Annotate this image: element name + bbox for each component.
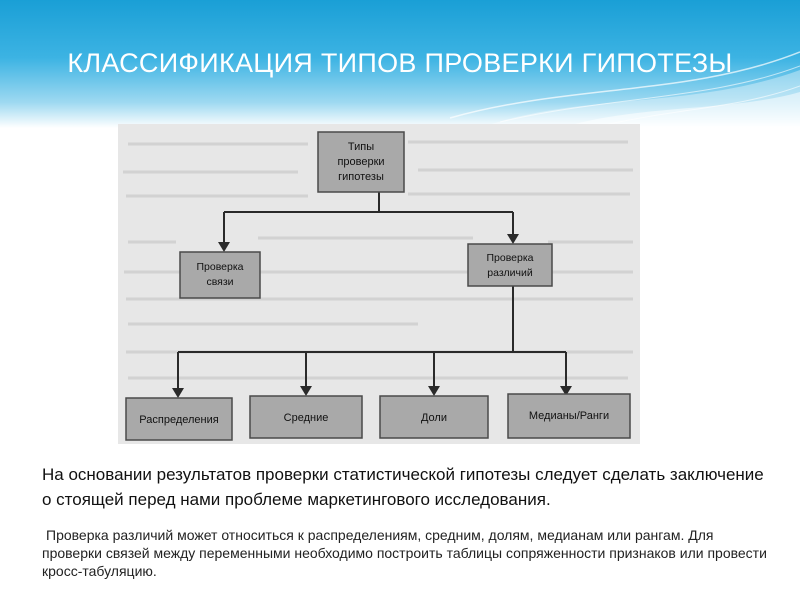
node-difference-test-line-1: Проверка	[486, 252, 533, 264]
node-difference-test-line-2: различий	[487, 267, 533, 279]
node-relationship-test-line-1: Проверка	[196, 261, 243, 273]
node-means-label: Средние	[284, 412, 329, 424]
connector-lines	[177, 192, 567, 388]
node-medians-ranks-label: Медианы/Ранги	[529, 410, 609, 422]
root-node-line-2: проверки	[337, 156, 384, 168]
node-difference-test: Проверка различий	[467, 243, 553, 287]
node-relationship-test-line-2: связи	[206, 276, 233, 288]
connector-arrowheads	[172, 234, 572, 398]
node-medians-ranks: Медианы/Ранги	[507, 393, 631, 439]
node-distributions-label: Распределения	[139, 414, 218, 426]
node-means: Средние	[249, 395, 363, 439]
root-node-line-3: гипотезы	[338, 171, 384, 183]
diagram-canvas: Типы проверки гипотезы Проверка связи Пр…	[123, 131, 633, 441]
root-node-line-1: Типы	[348, 141, 374, 153]
conclusion-paragraph: На основании результатов проверки статис…	[42, 465, 764, 509]
wave-decoration	[449, 51, 800, 128]
classification-diagram: Типы проверки гипотезы Проверка связи Пр…	[118, 124, 640, 444]
node-distributions: Распределения	[125, 397, 233, 441]
details-paragraph: Проверка различий может относиться к рас…	[42, 527, 767, 579]
slide-header: КЛАССИФИКАЦИЯ ТИПОВ ПРОВЕРКИ ГИПОТЕЗЫ	[0, 0, 800, 128]
node-proportions-label: Доли	[421, 412, 447, 424]
slide-title: КЛАССИФИКАЦИЯ ТИПОВ ПРОВЕРКИ ГИПОТЕЗЫ	[67, 48, 733, 78]
body-text: На основании результатов проверки статис…	[42, 462, 772, 580]
node-proportions: Доли	[379, 395, 489, 439]
root-node: Типы проверки гипотезы	[317, 131, 405, 193]
node-relationship-test: Проверка связи	[179, 251, 261, 299]
